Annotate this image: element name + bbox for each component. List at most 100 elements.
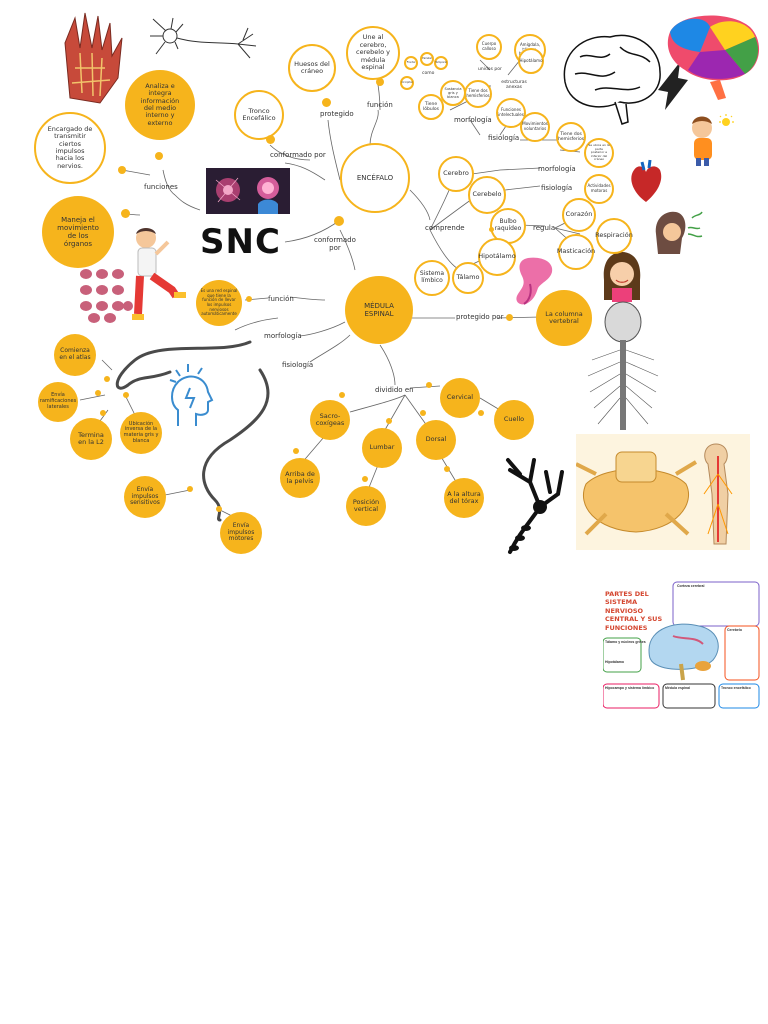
node-tiene-dos-h2[interactable]: Tiene dos hemisferios bbox=[556, 122, 586, 152]
connector-dot bbox=[506, 314, 513, 321]
node-talamo[interactable]: Tálamo bbox=[452, 262, 484, 294]
node-tiene-lobulos[interactable]: Tiene lóbulos bbox=[418, 94, 444, 120]
label-fisiologia-medula: fisiología bbox=[282, 361, 314, 369]
node-cuello[interactable]: Cuello bbox=[494, 400, 534, 440]
node-masticacion[interactable]: Masticación bbox=[557, 234, 595, 270]
connector-dot bbox=[118, 166, 126, 174]
infographic-box-spinal-title: Médula espinal bbox=[665, 686, 691, 690]
node-tiene-dos-label: Tiene dos hemisferios bbox=[466, 88, 490, 98]
node-torax-label: A la altura del tórax bbox=[447, 489, 481, 505]
node-columna[interactable]: La columna vertebral bbox=[536, 290, 592, 346]
label-comprende: comprende bbox=[425, 224, 465, 232]
node-analiza[interactable]: Analiza e integra información del medio … bbox=[125, 70, 195, 140]
node-temporal[interactable]: Temporal bbox=[434, 56, 448, 70]
connector-dot bbox=[444, 466, 450, 472]
connector-dot bbox=[339, 392, 345, 398]
node-huesos[interactable]: Huesos del cráneo bbox=[288, 44, 336, 92]
node-vertical-label: Posición vertical bbox=[352, 497, 380, 513]
node-occipital[interactable]: Occipital bbox=[400, 76, 414, 90]
node-maneja[interactable]: Maneja el movimiento de los órganos bbox=[42, 196, 114, 268]
label-protegido-por: protegido por bbox=[456, 313, 504, 321]
node-red-label: Es una red espinal que tiene la función … bbox=[200, 288, 238, 317]
node-limbico[interactable]: Sistema límbico bbox=[414, 260, 450, 296]
boy-stepping-image bbox=[128, 224, 194, 324]
label-dividido-en: dividido en bbox=[375, 386, 414, 394]
connector-dot bbox=[386, 418, 392, 424]
node-respiracion[interactable]: Respiración bbox=[595, 218, 633, 254]
label-fisiologia-cerebro: fisiología bbox=[488, 134, 520, 142]
node-corazon[interactable]: Corazón bbox=[562, 198, 596, 232]
node-envia-ram-label: Envía ramificaciones laterales bbox=[39, 392, 77, 410]
node-hipotalamo-small[interactable]: Hipotálamo bbox=[518, 48, 544, 74]
girl-image bbox=[600, 250, 644, 304]
connector-dot bbox=[266, 135, 275, 144]
hypothalamus-image bbox=[508, 254, 556, 308]
node-torax[interactable]: A la altura del tórax bbox=[444, 478, 484, 518]
connector-dot bbox=[376, 78, 384, 86]
node-tronco-label: Tronco Encefálico bbox=[242, 106, 276, 122]
node-sustancia[interactable]: Sustancia gris y blanca bbox=[440, 80, 466, 106]
node-sensitivos[interactable]: Envía impulsos sensitivos bbox=[124, 476, 166, 518]
thinking-child-image bbox=[686, 112, 736, 168]
node-cuerpo-calloso[interactable]: Cuerpo calloso bbox=[476, 34, 502, 60]
node-parietal[interactable]: Parietal bbox=[420, 52, 434, 66]
label-funciones: funciones bbox=[144, 183, 178, 191]
node-pelvis[interactable]: Arriba de la pelvis bbox=[280, 458, 320, 498]
node-respiracion-label: Respiración bbox=[595, 231, 633, 240]
connector-dot bbox=[322, 98, 331, 107]
label-funcion-encefalo: función bbox=[367, 101, 393, 109]
node-hipotalamo[interactable]: Hipotálamo bbox=[478, 238, 516, 276]
node-movimientos[interactable]: Movimientos voluntarios bbox=[520, 112, 550, 142]
node-sensitivos-label: Envía impulsos sensitivos bbox=[130, 485, 160, 507]
node-vertical[interactable]: Posición vertical bbox=[346, 486, 386, 526]
connector-dot bbox=[104, 376, 110, 382]
node-cervical[interactable]: Cervical bbox=[440, 378, 480, 418]
node-lumbar-label: Lumbar bbox=[369, 443, 395, 452]
infographic-box-cerebellum-title: Cerebelo bbox=[727, 628, 742, 632]
node-une[interactable]: Une al cerebro, cerebelo y médula espina… bbox=[346, 26, 400, 80]
infographic-title: PARTES DEL SISTEMA NERVIOSO CENTRAL Y SU… bbox=[605, 590, 663, 632]
node-pelvis-label: Arriba de la pelvis bbox=[285, 469, 315, 485]
connector-dot bbox=[187, 486, 193, 492]
connector-dot bbox=[155, 152, 163, 160]
node-encefalo-label: ENCÉFALO bbox=[356, 173, 394, 182]
node-cerebelo[interactable]: Cerebelo bbox=[468, 176, 506, 214]
node-medula-espinal[interactable]: MÉDULA ESPINAL bbox=[345, 276, 413, 344]
node-maneja-label: Maneja el movimiento de los órganos bbox=[57, 215, 99, 249]
node-comienza[interactable]: Comienza en el atlas bbox=[54, 334, 96, 376]
connector-dot bbox=[95, 390, 101, 396]
node-medula-label: MÉDULA ESPINAL bbox=[364, 301, 394, 318]
node-cerebro[interactable]: Cerebro bbox=[438, 156, 474, 192]
node-envia-ram[interactable]: Envía ramificaciones laterales bbox=[38, 382, 78, 422]
node-termina[interactable]: Termina en la L2 bbox=[70, 418, 112, 460]
node-lumbar[interactable]: Lumbar bbox=[362, 428, 402, 468]
node-occipital-label: Occipital bbox=[401, 80, 413, 84]
node-tiene-dos[interactable]: Tiene dos hemisferios bbox=[464, 80, 492, 108]
connector-dot bbox=[100, 410, 106, 416]
connector-dot bbox=[362, 476, 368, 482]
node-tronco[interactable]: Tronco Encefálico bbox=[234, 90, 284, 140]
node-actividades[interactable]: Actividades motoras bbox=[584, 174, 614, 204]
node-motores[interactable]: Envía impulsos motores bbox=[220, 512, 262, 554]
label-morfologia-cerebelo: morfología bbox=[538, 165, 576, 173]
node-se-ubica[interactable]: Se ubica en la parte posterior e inferio… bbox=[584, 138, 614, 168]
node-bulbo-label: Bulbo raquídeo bbox=[494, 218, 522, 232]
connector-dot bbox=[246, 296, 252, 302]
label-estructuras: estructuras anexas bbox=[501, 80, 527, 90]
infographic-card: PARTES DEL SISTEMA NERVIOSO CENTRAL Y SU… bbox=[603, 580, 761, 710]
node-hipotalamo-small-label: Hipotálamo bbox=[519, 57, 543, 63]
node-dorsal[interactable]: Dorsal bbox=[416, 420, 456, 460]
node-sacro[interactable]: Sacro-coxígeas bbox=[310, 400, 350, 440]
infographic-box-limbic-title: Hipocampo y sistema límbico bbox=[605, 686, 655, 690]
node-ubicacion[interactable]: Ubicación inversa de la materia gris y b… bbox=[120, 412, 162, 454]
node-red-espinal[interactable]: Es una red espinal que tiene la función … bbox=[196, 280, 242, 326]
heart-image bbox=[628, 158, 664, 204]
node-encefalo[interactable]: ENCÉFALO bbox=[340, 143, 410, 213]
node-frontal[interactable]: Frontal bbox=[404, 56, 418, 70]
node-movimientos-label: Movimientos voluntarios bbox=[522, 121, 548, 131]
node-analiza-label: Analiza e integra información del medio … bbox=[140, 81, 180, 127]
organs-grid-image bbox=[78, 266, 134, 324]
connector-dot bbox=[216, 506, 222, 512]
node-encargado[interactable]: Encargado de transmitir ciertos impulsos… bbox=[34, 112, 106, 184]
node-talamo-label: Tálamo bbox=[456, 273, 480, 282]
